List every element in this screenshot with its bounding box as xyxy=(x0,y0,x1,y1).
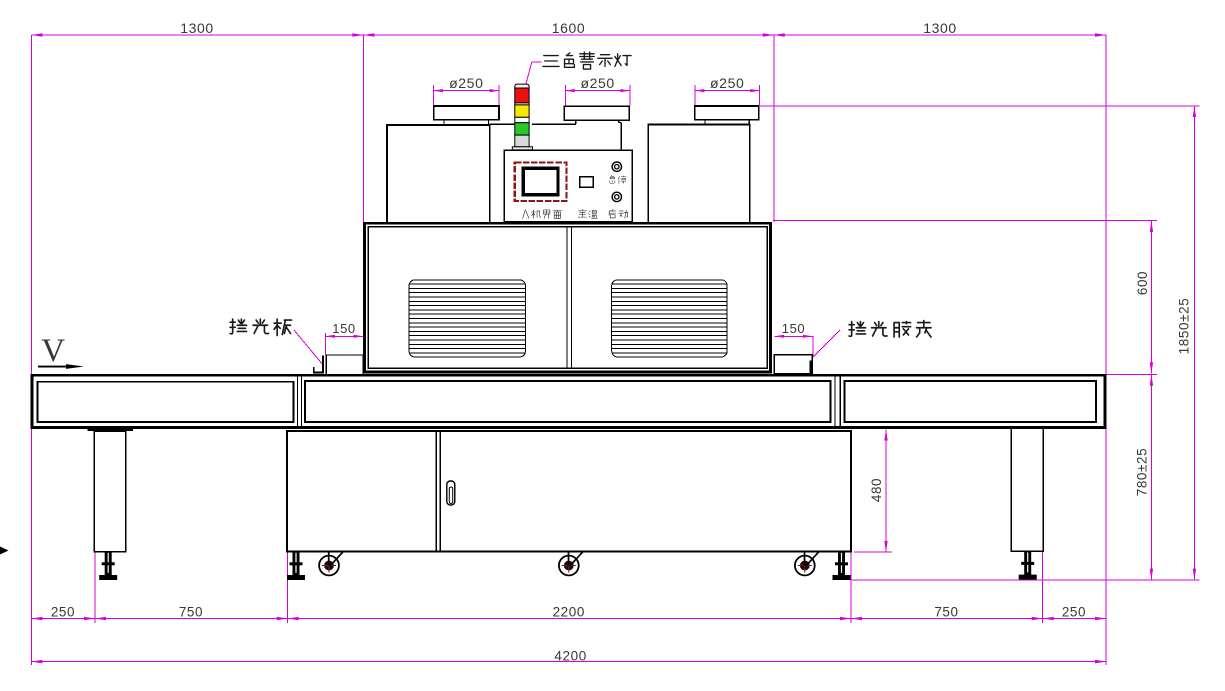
svg-text:1600: 1600 xyxy=(552,20,586,36)
svg-text:ø250: ø250 xyxy=(449,75,483,91)
svg-text:1300: 1300 xyxy=(923,20,957,36)
svg-text:250: 250 xyxy=(1062,605,1086,620)
svg-text:150: 150 xyxy=(332,321,356,336)
svg-text:750: 750 xyxy=(179,605,203,620)
svg-text:480: 480 xyxy=(869,478,884,502)
svg-text:ø250: ø250 xyxy=(710,75,744,91)
svg-text:1300: 1300 xyxy=(180,20,214,36)
svg-text:750: 750 xyxy=(934,605,958,620)
svg-text:150: 150 xyxy=(782,321,806,336)
svg-text:600: 600 xyxy=(1135,271,1150,295)
svg-text:780±25: 780±25 xyxy=(1135,448,1150,497)
svg-text:2200: 2200 xyxy=(553,605,585,620)
svg-text:V: V xyxy=(41,333,65,369)
svg-text:4200: 4200 xyxy=(554,649,586,664)
svg-text:ø250: ø250 xyxy=(580,75,614,91)
svg-text:250: 250 xyxy=(51,605,75,620)
svg-text:1850±25: 1850±25 xyxy=(1177,298,1192,355)
